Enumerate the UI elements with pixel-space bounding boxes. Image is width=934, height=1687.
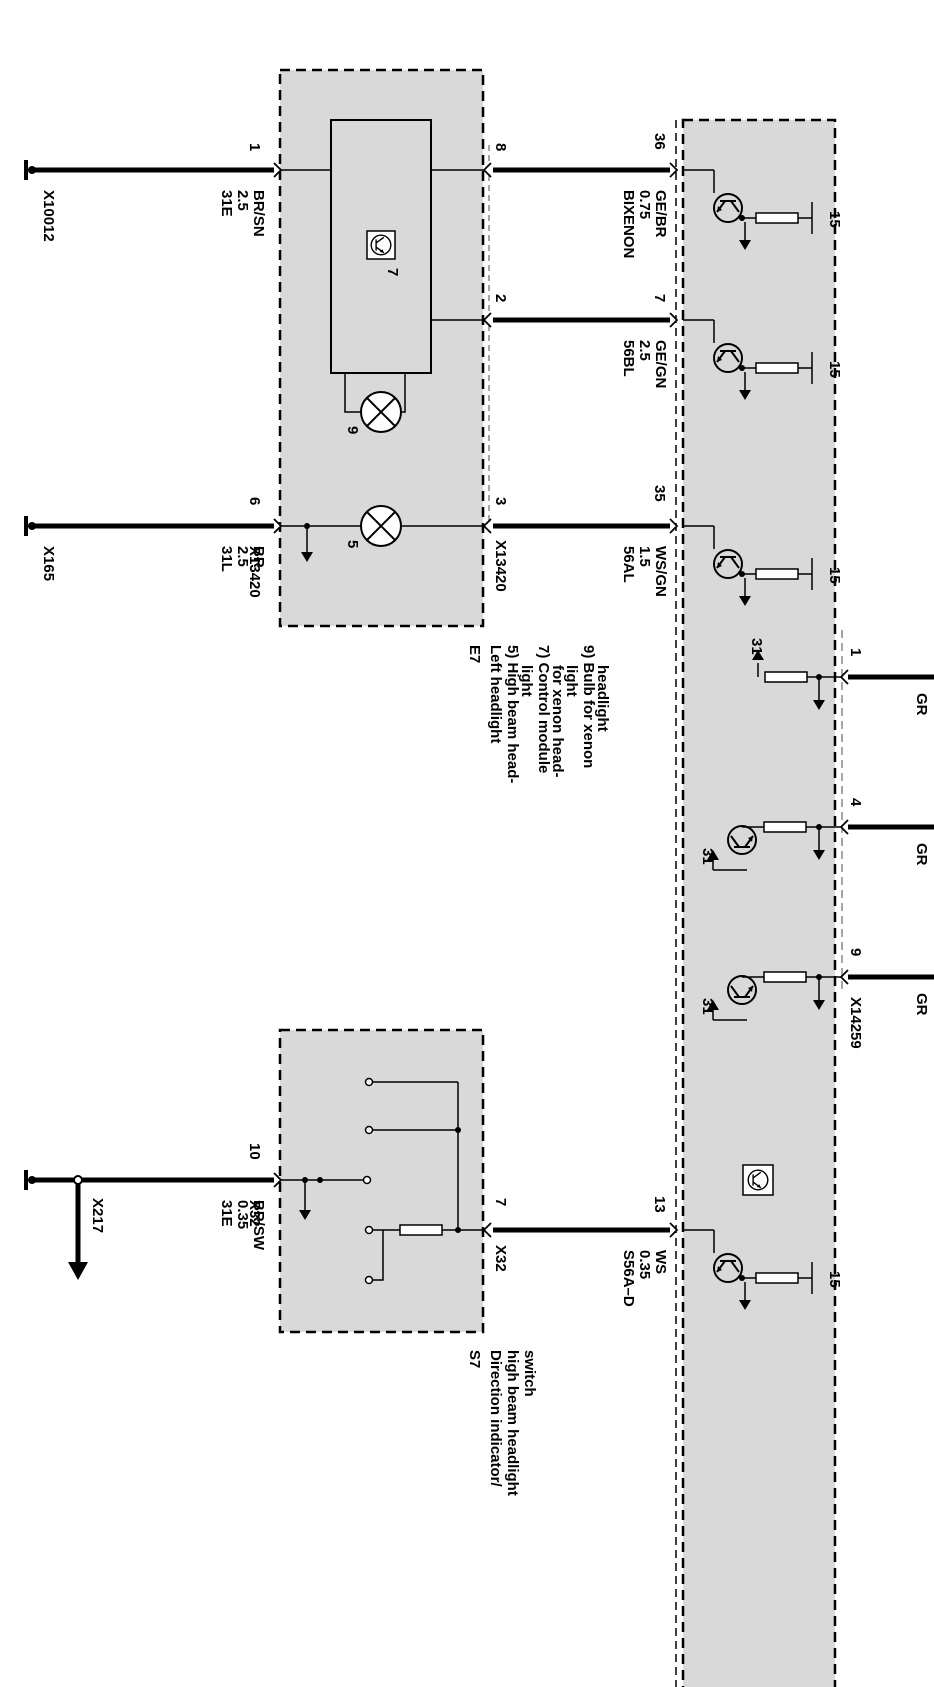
connector-x32-left: X32 bbox=[246, 1200, 263, 1227]
pin-e7-1: 1 bbox=[246, 143, 263, 151]
pin-e7-8: 8 bbox=[492, 143, 509, 151]
e7-legend: E7 Left headlight 5) High beam head- lig… bbox=[466, 645, 611, 788]
pin-ecu-13: 13 bbox=[651, 1196, 668, 1213]
pin-ecu-1: 1 bbox=[847, 648, 864, 656]
label-bulb-9: 9 bbox=[344, 426, 361, 434]
xenon-bulb-icon bbox=[360, 391, 402, 433]
wire-label-w5: 56AL1.5WS/GN bbox=[620, 546, 669, 597]
wire-label-gr2: GR bbox=[913, 843, 930, 866]
s7-legend: S7 Direction indicator/ high beam headli… bbox=[466, 1350, 538, 1500]
wire-label-gr3: GR bbox=[913, 993, 930, 1016]
pin-e7-2: 2 bbox=[492, 294, 509, 302]
pin-ecu-9: 9 bbox=[847, 948, 864, 956]
label-31-b: 31 bbox=[699, 848, 716, 865]
label-15-b: 15 bbox=[826, 361, 843, 378]
pin-ecu-35: 35 bbox=[651, 485, 668, 502]
connector-x32-right: X32 bbox=[492, 1245, 509, 1272]
connector-x10012: X10012 bbox=[40, 190, 57, 242]
connector-x14259: X14259 bbox=[847, 997, 864, 1049]
pin-s7-7: 7 bbox=[492, 1198, 509, 1206]
pin-ecu-4: 4 bbox=[847, 798, 864, 807]
label-control-7: 7 bbox=[384, 268, 401, 276]
s7-switch-box bbox=[278, 1028, 485, 1334]
label-31-c: 31 bbox=[699, 998, 716, 1015]
label-bulb-5: 5 bbox=[344, 540, 361, 548]
label-15-a: 15 bbox=[826, 211, 843, 228]
pin-ecu-36: 36 bbox=[651, 133, 668, 150]
label-15-c: 15 bbox=[826, 567, 843, 584]
connector-x217: X217 bbox=[89, 1198, 106, 1233]
high-beam-bulb-icon bbox=[360, 505, 402, 547]
wire-label-w6: 31E0.35BR/SW bbox=[218, 1200, 267, 1251]
wire-label-w1: 31E2.5BR/SN bbox=[218, 190, 267, 237]
control-unit-box bbox=[681, 118, 837, 1687]
connector-x13420-left: X13420 bbox=[246, 546, 263, 598]
wire-label-w7: S56A–D0.35WS bbox=[620, 1250, 669, 1307]
ecu-module-icon bbox=[742, 1164, 774, 1196]
control-module-icon bbox=[366, 230, 396, 260]
label-31-a: 31 bbox=[748, 638, 765, 655]
wire-label-gr1: GR bbox=[913, 693, 930, 716]
label-15-d: 15 bbox=[826, 1271, 843, 1288]
pin-e7-3: 3 bbox=[492, 497, 509, 505]
connector-x165: X165 bbox=[40, 546, 57, 581]
wire-label-w2: 31L2.5BR bbox=[218, 546, 267, 572]
wire-label-w4: 56BL2.5GE/GN bbox=[620, 340, 669, 388]
wire-label-w3: BIXENON0.75GE/BR bbox=[620, 190, 669, 258]
connector-x13420-right: X13420 bbox=[492, 540, 509, 592]
pin-e7-6: 6 bbox=[246, 497, 263, 505]
pin-s7-10: 10 bbox=[246, 1143, 263, 1160]
pin-ecu-7: 7 bbox=[651, 294, 668, 302]
